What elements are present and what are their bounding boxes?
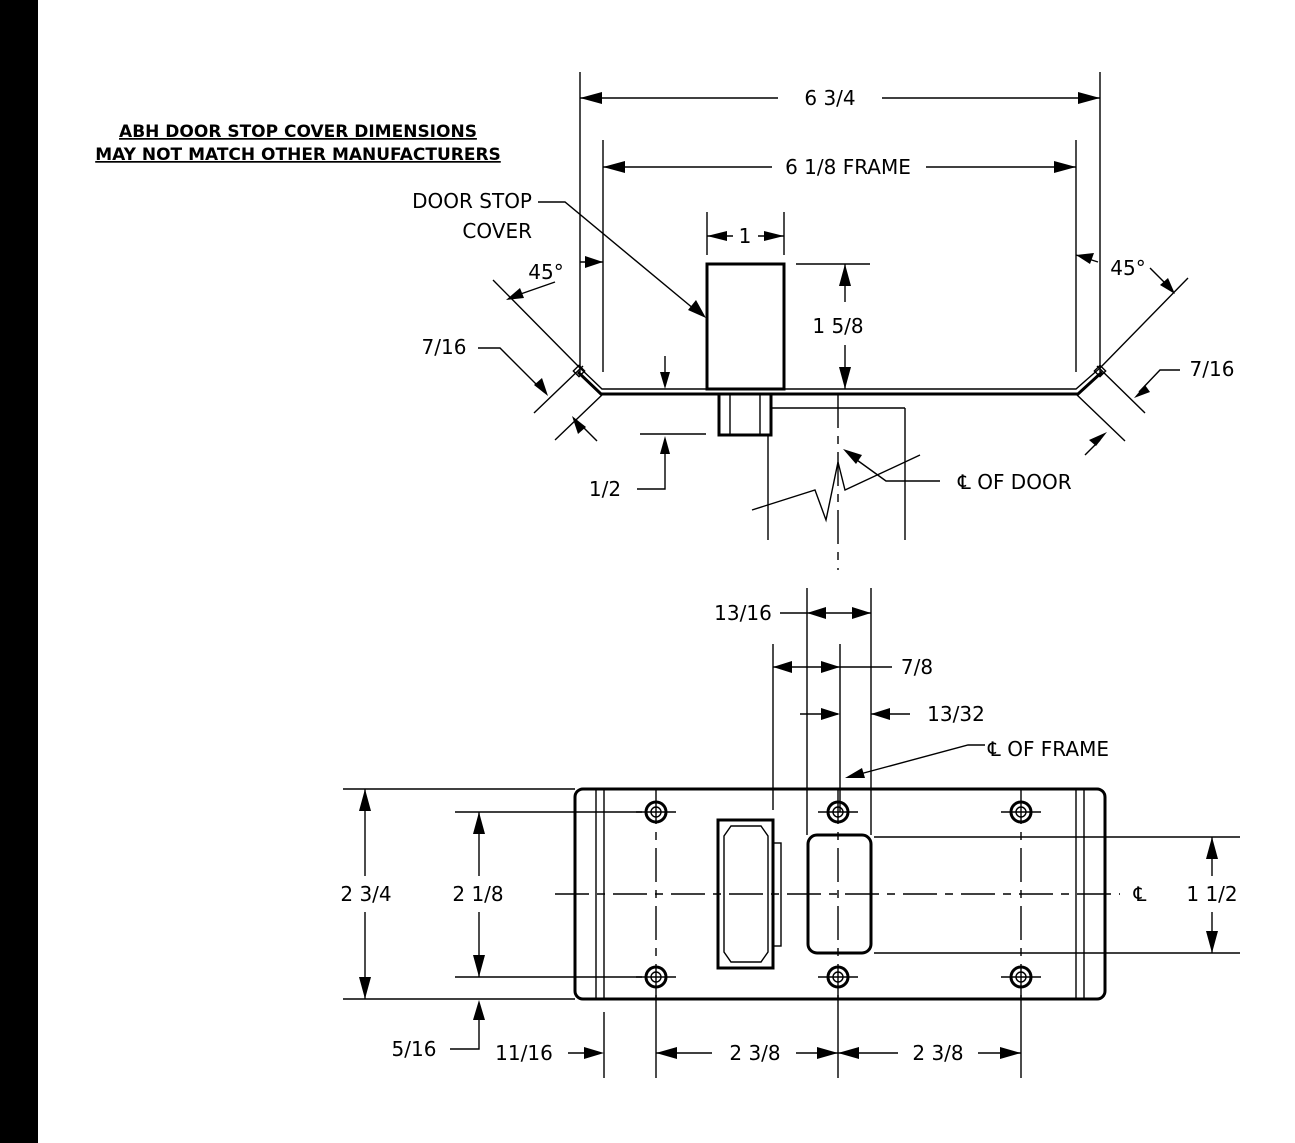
dim-overall-width: 6 3/4 bbox=[804, 86, 855, 110]
dim-end-offset: 11/16 bbox=[495, 1041, 553, 1065]
screw-hole-top-left bbox=[636, 800, 676, 824]
frame-centerline-label: ℄ OF FRAME bbox=[987, 737, 1109, 761]
screw-hole-bottom-right bbox=[1001, 965, 1041, 989]
dim-13-32: 13/32 bbox=[927, 702, 985, 726]
dim-cover-width: 1 bbox=[739, 224, 752, 248]
dim-13-16: 13/16 bbox=[714, 601, 772, 625]
dim-return-left: 7/16 bbox=[422, 335, 467, 359]
latch-opening bbox=[806, 833, 873, 955]
cover-label-line-1: DOOR STOP bbox=[412, 189, 532, 213]
note-line-2: MAY NOT MATCH OTHER MANUFACTURERS bbox=[95, 145, 501, 165]
screw-hole-top-right bbox=[1001, 800, 1041, 824]
strike-box bbox=[716, 818, 782, 970]
top-view: 6 3/4 6 1/8 FRAME DOOR STOP COVER 1 1 5/… bbox=[412, 72, 1234, 570]
screw-hole-top-center bbox=[818, 800, 858, 824]
centerline-symbol: ℄ bbox=[1133, 882, 1147, 906]
dim-hole-spacing-left: 2 3/8 bbox=[729, 1041, 780, 1065]
dim-opening-height: 1 1/2 bbox=[1186, 882, 1237, 906]
door-centerline-label: ℄ OF DOOR bbox=[957, 470, 1072, 494]
dim-return-right: 7/16 bbox=[1190, 357, 1235, 381]
dim-hole-spacing-right: 2 3/8 bbox=[912, 1041, 963, 1065]
screw-hole-bottom-center bbox=[818, 965, 858, 989]
cover-label-line-2: COVER bbox=[462, 219, 532, 243]
dim-cover-height: 1 5/8 bbox=[812, 314, 863, 338]
dim-offset: 1/2 bbox=[589, 477, 621, 501]
front-view: 13/16 7/8 13/32 ℄ OF FRAME bbox=[340, 588, 1240, 1078]
note-line-1: ABH DOOR STOP COVER DIMENSIONS bbox=[119, 122, 477, 142]
screw-hole-bottom-left bbox=[636, 965, 676, 989]
dim-edge-offset: 5/16 bbox=[392, 1037, 437, 1061]
dim-overall-height: 2 3/4 bbox=[340, 882, 391, 906]
dim-hole-spacing-vertical: 2 1/8 bbox=[452, 882, 503, 906]
angle-left: 45° bbox=[528, 260, 563, 284]
angle-right: 45° bbox=[1110, 256, 1145, 280]
dim-7-8: 7/8 bbox=[901, 655, 933, 679]
dim-frame-width: 6 1/8 FRAME bbox=[785, 155, 911, 179]
sheet-border bbox=[0, 0, 38, 1143]
